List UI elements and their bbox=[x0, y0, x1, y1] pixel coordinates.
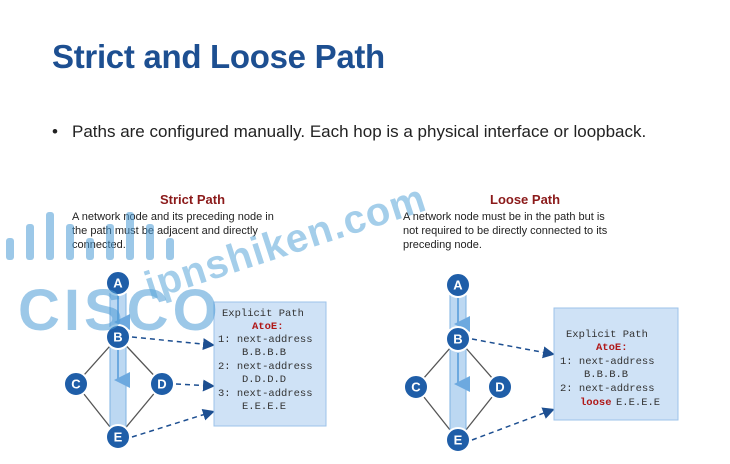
node-label: D bbox=[157, 377, 166, 392]
node-label: A bbox=[113, 276, 123, 291]
node-e: E bbox=[445, 427, 471, 453]
loose-explicit-path-box bbox=[553, 307, 679, 421]
node-a: A bbox=[445, 272, 471, 298]
box-line: B.B.B.B bbox=[584, 369, 628, 381]
bullet-dot-icon: • bbox=[52, 122, 58, 141]
loose-desc-line: preceding node. bbox=[403, 239, 482, 251]
strict-explicit-path-box bbox=[213, 301, 327, 427]
strict-diagram: A B C D E Explicit Path AtoE: 1: next-ad… bbox=[63, 270, 327, 450]
node-label: D bbox=[495, 380, 504, 395]
dashed-arrow-icon bbox=[471, 407, 555, 441]
node-d: D bbox=[149, 371, 175, 397]
dashed-arrow-icon bbox=[471, 338, 555, 359]
cisco-watermark-logo: CISCO bbox=[18, 278, 222, 343]
node-b: B bbox=[445, 326, 471, 352]
loose-keyword: loose bbox=[580, 397, 612, 409]
box-line: E.E.E.E bbox=[616, 397, 660, 409]
bullet-text: Paths are configured manually. Each hop … bbox=[72, 122, 647, 141]
slide-title: Strict and Loose Path bbox=[52, 38, 385, 75]
node-b: B bbox=[105, 324, 131, 350]
node-label: B bbox=[453, 332, 462, 347]
strict-desc-line: the path must be adjacent and directly bbox=[72, 225, 258, 237]
box-line: E.E.E.E bbox=[242, 401, 286, 413]
node-label: E bbox=[454, 433, 463, 448]
box-name: AtoE: bbox=[596, 342, 628, 354]
loose-heading: Loose Path bbox=[490, 192, 561, 207]
box-line: B.B.B.B bbox=[242, 347, 286, 359]
node-e: E bbox=[105, 424, 131, 450]
node-d: D bbox=[487, 374, 513, 400]
box-line: 3: next-address bbox=[218, 388, 313, 400]
strict-description: A network node and its preceding node in… bbox=[72, 210, 332, 252]
loose-desc-line: not required to be directly connected to… bbox=[403, 225, 608, 237]
box-title: Explicit Path bbox=[566, 329, 648, 341]
node-label: A bbox=[453, 278, 463, 293]
box-line: 2: next-address bbox=[218, 361, 313, 373]
loose-diagram: A B C D E Explicit Path AtoE: 1: next-ad… bbox=[403, 272, 679, 453]
strict-desc-line: A network node and its preceding node in bbox=[72, 211, 274, 223]
box-line: 1: next-address bbox=[218, 334, 313, 346]
box-name: AtoE: bbox=[252, 321, 284, 333]
node-label: E bbox=[114, 430, 123, 445]
cisco-bars-icon bbox=[6, 212, 174, 260]
box-title: Explicit Path bbox=[222, 308, 304, 320]
node-c: C bbox=[403, 374, 429, 400]
node-a: A bbox=[105, 270, 131, 296]
dashed-arrow-icon bbox=[131, 408, 215, 438]
node-label: C bbox=[411, 380, 421, 395]
box-line: D.D.D.D bbox=[242, 374, 286, 386]
strict-heading: Strict Path bbox=[160, 192, 226, 207]
loose-desc-line: A network node must be in the path but i… bbox=[403, 211, 605, 223]
box-line: 2: next-address bbox=[560, 383, 655, 395]
box-line: 1: next-address bbox=[560, 356, 655, 368]
node-label: B bbox=[113, 330, 122, 345]
watermark: CISCO ipnshiken.com bbox=[6, 176, 432, 343]
site-watermark: ipnshiken.com bbox=[139, 176, 431, 308]
dashed-arrow-icon bbox=[131, 336, 215, 351]
node-c: C bbox=[63, 371, 89, 397]
loose-description: A network node must be in the path but i… bbox=[403, 210, 693, 252]
node-label: C bbox=[71, 377, 81, 392]
dashed-arrow-icon bbox=[175, 379, 215, 392]
